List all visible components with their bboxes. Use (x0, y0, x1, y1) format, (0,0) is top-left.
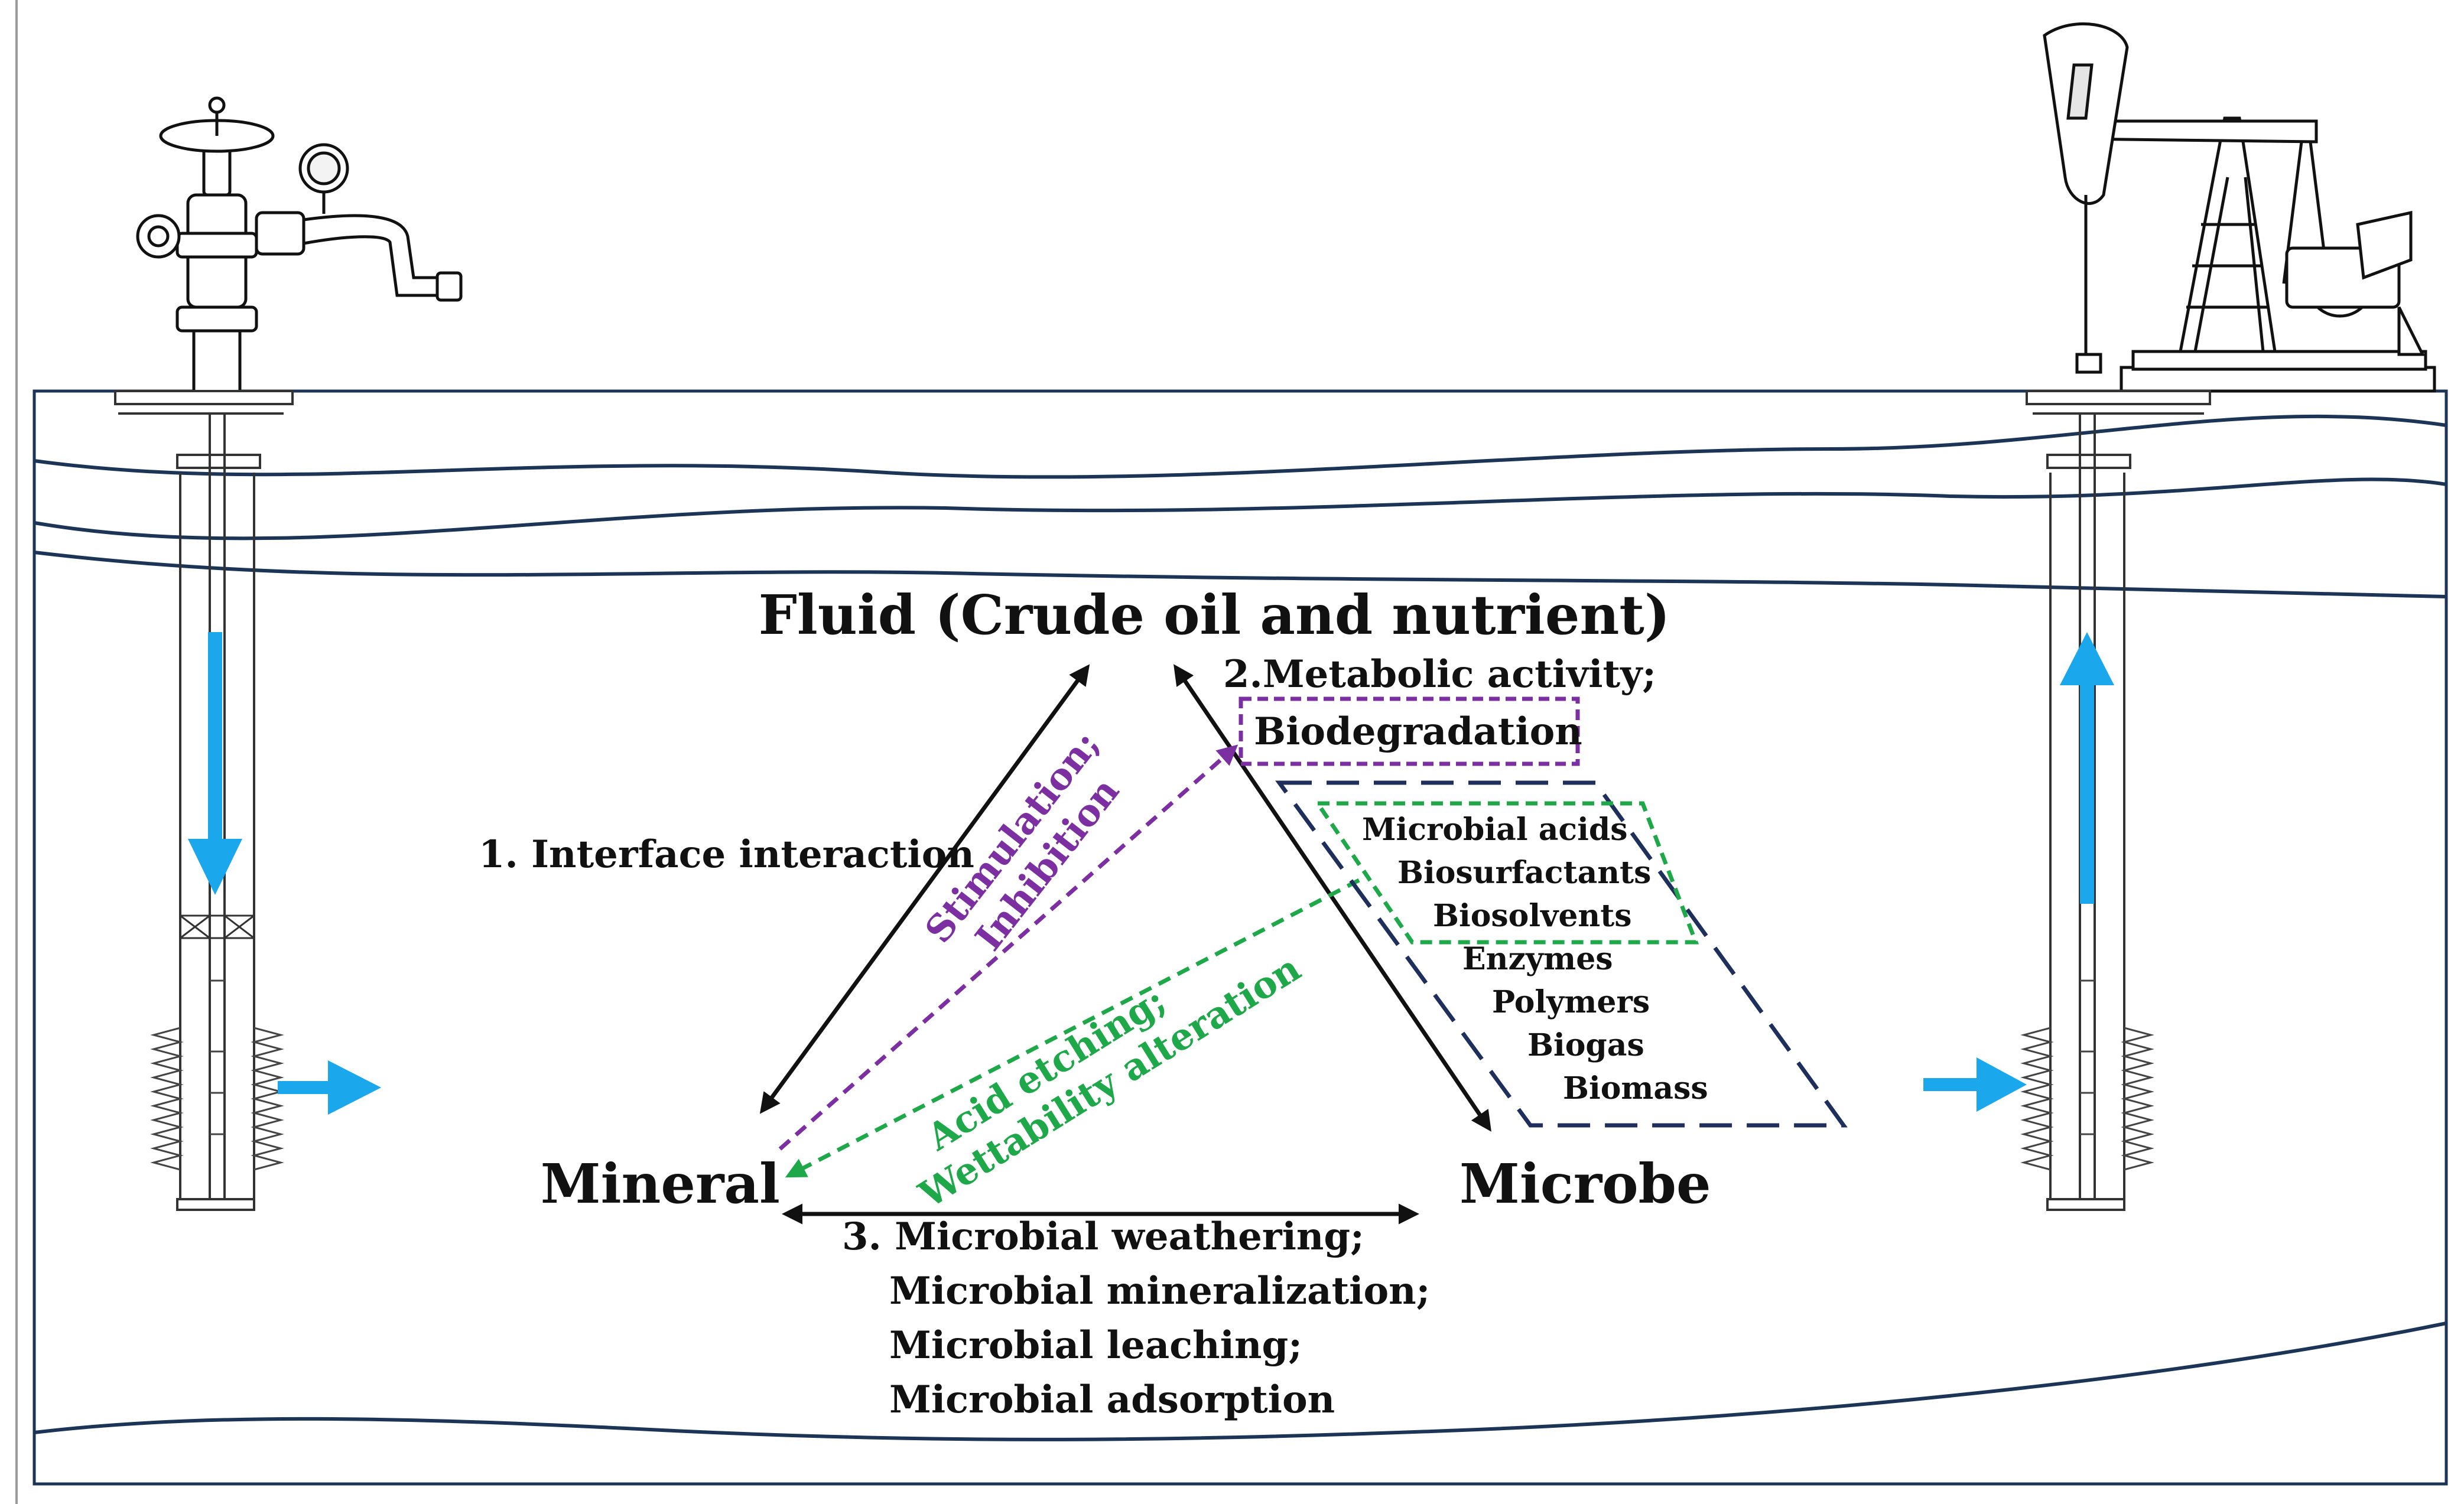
reservoir-frame (32, 389, 2448, 1486)
microbial-mineralization-label: Microbial mineralization; (889, 1269, 1430, 1313)
product-item: Biosurfactants (1397, 855, 1651, 891)
microbial-weathering-label: 3. Microbial weathering; (842, 1215, 1364, 1259)
product-item: Polymers (1492, 984, 1650, 1020)
strata-lines (34, 414, 2447, 1441)
product-item: Biosolvents (1433, 898, 1632, 934)
pumpjack-icon (2043, 22, 2436, 393)
product-item: Biogas (1527, 1027, 1644, 1063)
interface-interaction-label: 1. Interface interaction (479, 832, 974, 877)
injection-outflow-arrow (278, 1060, 381, 1115)
injection-packer (179, 914, 255, 939)
metabolic-activity-label: 2.Metabolic activity; (1223, 652, 1656, 696)
microbial-leaching-label: Microbial leaching; (889, 1323, 1302, 1368)
product-item: Microbial acids (1362, 812, 1627, 848)
injection-wellhead-icon (136, 96, 463, 395)
production-perforations (2020, 979, 2154, 1171)
injection-perforations (150, 979, 284, 1171)
microbial-adsorption-label: Microbial adsorption (889, 1378, 1335, 1422)
mineral-node-label: Mineral (541, 1152, 780, 1216)
product-item: Enzymes (1462, 941, 1613, 977)
biodegradation-box (1238, 696, 1580, 766)
product-item: Biomass (1563, 1070, 1708, 1106)
production-flow-arrow (2060, 632, 2114, 904)
production-well-casing (2026, 390, 2211, 1211)
fluid-mineral-arrow (759, 664, 1090, 1114)
stimulation-arrow (778, 744, 1238, 1151)
acid-etching-arrow (785, 878, 1360, 1178)
products-outer-box (1275, 780, 1848, 1128)
products-inner-box (1314, 801, 1699, 945)
injection-flow-arrow (188, 632, 242, 895)
fluid-node-label: Fluid (Crude oil and nutrient) (759, 583, 1670, 647)
microbe-node-label: Microbe (1459, 1152, 1711, 1216)
biodegradation-label: Biodegradation (1254, 709, 1582, 754)
injection-well-casing (114, 390, 294, 1211)
fluid-microbe-arrow (1174, 664, 1491, 1132)
production-inflow-arrow (1923, 1057, 2027, 1112)
